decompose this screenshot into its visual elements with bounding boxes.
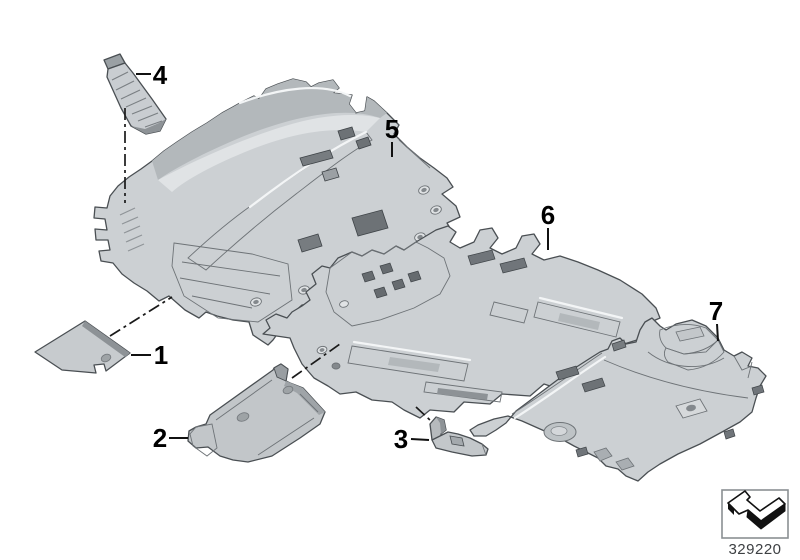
part-2-clip-face — [273, 363, 289, 382]
part-2-footrest-mat — [187, 363, 326, 463]
part-4-bottom-shade — [131, 119, 166, 134]
leader-line-3 — [410, 438, 430, 441]
part-7-crease — [603, 359, 749, 399]
part-7-rear-floor-carpet — [469, 317, 767, 482]
leader-lines — [109, 73, 719, 441]
callout-4[interactable]: 4 — [153, 60, 168, 90]
part-5-wall-face — [158, 114, 380, 192]
callout-1[interactable]: 1 — [154, 340, 168, 370]
part-5-right-facet — [398, 139, 431, 169]
part-6-bottom-strip — [423, 381, 503, 403]
part-5-wall-highlight — [238, 87, 352, 105]
part-7-shoulder-facets — [733, 355, 753, 379]
part-1-floor-mat — [34, 320, 131, 374]
part-7-mount-pad — [675, 398, 708, 419]
part-2-dimple-1 — [236, 412, 250, 422]
part-5-back-wall — [152, 79, 387, 180]
part-7-small-holes — [575, 384, 765, 458]
part-2-dimple-2 — [282, 385, 294, 395]
part-3-support-bracket — [429, 416, 489, 457]
part-5-console-cutouts — [297, 126, 389, 253]
part-6-platform-holes — [361, 262, 422, 299]
callout-7[interactable]: 7 — [709, 296, 723, 326]
part-5-footwell-mat — [171, 242, 293, 323]
part-7-edge-highlight — [513, 355, 607, 420]
callout-6[interactable]: 6 — [541, 200, 555, 230]
part-6-rails — [347, 296, 624, 382]
part-4-footrest — [103, 53, 167, 135]
part-3-clip-face — [436, 417, 446, 434]
part-5-dead-pedal-ribs — [119, 207, 145, 252]
part-6-second-row-carpet — [262, 225, 661, 419]
drawing-number: 329220 — [728, 541, 781, 558]
install-line-2 — [291, 343, 341, 379]
leader-line-7 — [716, 323, 719, 342]
part-1-dimple — [100, 353, 112, 363]
part-3-endcap — [481, 443, 487, 456]
part-5-tunnel-highlight — [248, 130, 368, 209]
part-7-bottom-clips — [593, 447, 635, 471]
footer: 329220 — [721, 489, 789, 558]
part-7-edge-ridge — [511, 352, 603, 415]
part-2-inner-lines — [215, 379, 319, 456]
callout-5[interactable]: 5 — [385, 114, 399, 144]
part-7-bump — [647, 324, 725, 371]
part-3-step — [449, 435, 465, 447]
part-5-footwell-texture — [179, 261, 281, 309]
part-2-outline — [187, 363, 326, 463]
part-6-top-slots — [467, 249, 528, 274]
part-6-platform — [325, 241, 451, 327]
callout-2[interactable]: 2 — [153, 423, 167, 453]
part-7-slots — [555, 339, 627, 393]
page-turn-arrow-icon — [727, 490, 786, 530]
install-line-3 — [415, 406, 432, 422]
callout-labels: 1 2 3 4 5 6 7 — [153, 60, 723, 454]
callout-3[interactable]: 3 — [394, 424, 408, 454]
part-4-ribs — [111, 71, 163, 128]
part-1-edge-band — [82, 321, 130, 357]
part-7-circular-recess — [543, 422, 577, 442]
part-6-oval-holes — [316, 300, 349, 370]
part-2-foot-block — [189, 423, 218, 457]
install-line-1 — [109, 296, 173, 337]
